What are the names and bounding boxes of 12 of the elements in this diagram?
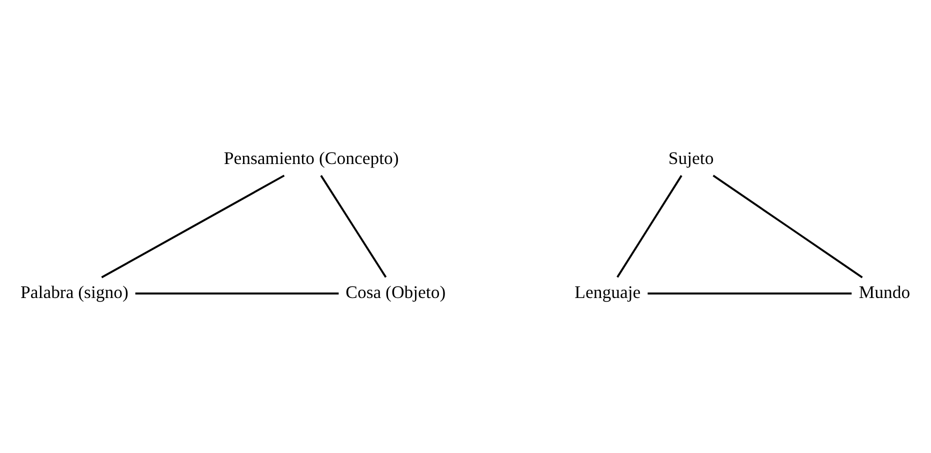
connector xyxy=(648,292,852,294)
node-text: Palabra (signo) xyxy=(20,282,128,302)
connector xyxy=(712,174,863,278)
connector xyxy=(320,175,387,278)
node-text: Lenguaje xyxy=(574,282,641,302)
node-text: Mundo xyxy=(858,282,910,302)
node-text: Cosa (Objeto) xyxy=(346,282,446,302)
connector xyxy=(101,174,285,278)
node-text: Sujeto xyxy=(668,148,714,168)
connector xyxy=(616,175,682,278)
node-text: Pensamiento (Concepto) xyxy=(224,148,399,168)
connector xyxy=(135,292,339,294)
